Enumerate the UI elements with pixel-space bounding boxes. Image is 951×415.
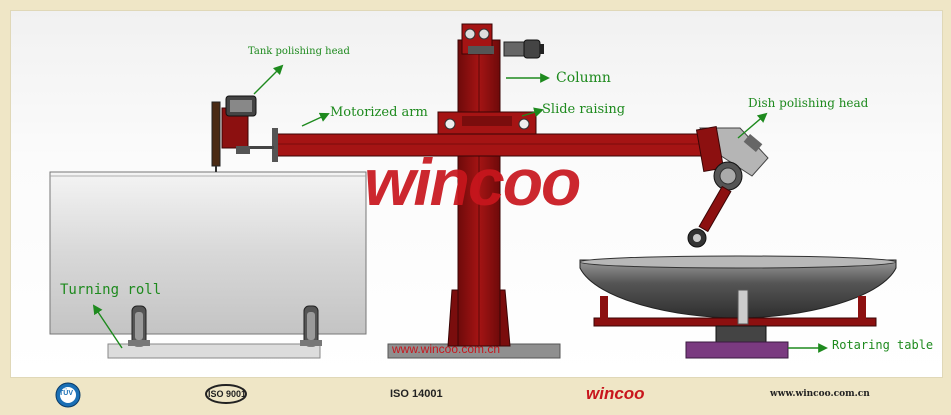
footer-website: www.wincoo.com.cn [770,389,870,399]
iso14001-text: ISO 14001 [390,388,443,400]
label-dish-polishing-head: Dish polishing head [748,96,869,110]
column [447,23,544,347]
website-watermark: www.wincoo.com.cn [392,342,501,356]
label-motorized-arm: Motorized arm [330,105,428,120]
label-column: Column [556,70,611,86]
annotation-arrows [92,64,828,353]
iso9001-badge-icon [205,384,247,404]
rotating-table [593,289,877,359]
tank-polishing-head [211,95,257,172]
iso9001-text: ISO 9001 [208,389,247,399]
tuv-badge-text: TÜV [59,390,73,397]
label-slide-raising: Slide raising [542,102,626,117]
turning-roll [107,305,322,359]
label-turning-roll: Turning roll [60,282,162,298]
tuv-badge-icon [55,382,81,408]
footer-wincoo-logo: wincoo [586,384,645,403]
label-rotaring-table: Rotaring table [832,338,934,352]
tank [49,171,367,335]
wincoo-logo: wincoo [364,145,581,219]
label-tank-polishing-head: Tank polishing head [248,46,350,57]
footer-bar: TÜV ISO 9001 ISO 14001 wincoo www.wincoo… [0,378,951,415]
dish-polishing-head [687,126,769,248]
slide-raising-carriage [437,111,537,135]
motorized-arm [248,128,707,162]
